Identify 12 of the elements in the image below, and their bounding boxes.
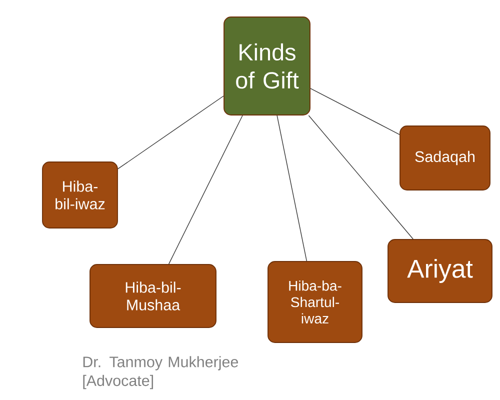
connector-line <box>310 88 400 135</box>
connector-line <box>118 96 224 170</box>
connector-line <box>168 115 243 264</box>
category-box: Hiba-bil-Mushaa <box>90 264 216 328</box>
connector-line <box>276 115 308 262</box>
title-box: Kinds of Gift <box>224 16 310 116</box>
category-box: Hiba-ba-Shartul-iwaz <box>268 261 362 343</box>
connector-line <box>308 115 414 240</box>
category-box: Ariyat <box>388 239 492 303</box>
category-box: Sadaqah <box>400 126 490 190</box>
author-note: Dr. Tanmoy Mukherjee [Advocate] <box>83 356 238 390</box>
category-box: Hiba-bil-iwaz <box>42 162 118 228</box>
